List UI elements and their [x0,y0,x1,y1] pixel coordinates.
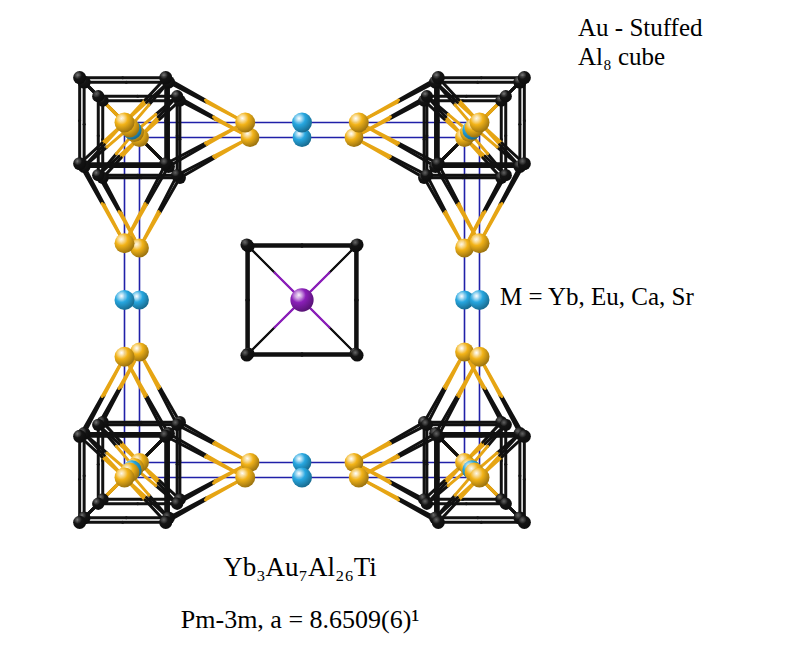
bond [146,395,168,433]
bond [438,164,459,204]
formula-caption: Pm-3m, a = 8.6509(6)¹ [60,605,540,635]
bond [145,164,166,204]
bond [424,387,444,422]
bond [166,143,206,164]
atom-au [349,113,369,133]
atom-al [73,430,86,443]
atom-al [159,157,172,170]
atom-al [73,516,86,529]
atom-al [518,516,531,529]
atom-al [518,157,531,170]
atom-al [432,430,445,443]
atom-al [500,169,512,181]
bonds [80,78,525,523]
bond [245,300,248,355]
bond [166,436,206,457]
bond [356,245,359,300]
atom-al [159,71,172,84]
atom-au [115,233,135,253]
atom-au [235,113,255,133]
atom-au [470,468,490,488]
bond [160,387,180,422]
bond [168,434,206,456]
atom-al [432,157,445,170]
atom-al [92,90,104,102]
atom-al [171,498,183,510]
atom-al [73,157,86,170]
bond [389,422,424,442]
bond [145,397,166,437]
atom-al [159,516,172,529]
bond [168,144,206,166]
atom-al [432,71,445,84]
atom-al [500,419,512,431]
bond [247,243,302,246]
bond [389,158,424,178]
bond [180,422,215,442]
atom-al [518,71,531,84]
bond [399,436,439,457]
bond [438,397,459,437]
formula-caption: Yb₃Au₇Al₂₆Ti [100,552,500,583]
atom-au [115,347,135,367]
atom-al [92,498,104,510]
atom-al [159,430,172,443]
atom-al [421,498,433,510]
bond [247,354,302,357]
atom-ti [290,288,313,311]
bond [180,158,215,178]
atom-al [240,349,253,362]
bond [436,395,458,433]
bond [397,144,435,166]
atom-al [500,498,512,510]
atom-al [171,90,183,102]
atom-al [421,90,433,102]
bond [399,143,439,164]
atom-al [351,349,364,362]
atoms [73,71,531,529]
atom-au [235,468,255,488]
atom-al [73,71,86,84]
bond [356,300,359,355]
atom-m [292,468,312,488]
bond [302,243,357,246]
bond [302,354,357,357]
atom-m [292,113,312,133]
atom-al [92,419,104,431]
callout-label: M = Yb, Eu, Ca, Sr [500,283,790,312]
bond [146,166,168,204]
atom-au [115,113,135,133]
atom-al [92,169,104,181]
bond [436,166,458,204]
atom-au [349,468,369,488]
atom-al [432,516,445,529]
unit-cell [125,123,480,478]
atom-al [351,238,364,251]
callout-label: Au - Stuffed Al₈ cube [578,14,728,72]
bond [397,434,435,456]
atom-au [470,347,490,367]
bond [424,178,444,213]
atom-al [518,430,531,443]
atom-m [115,290,135,310]
bond [245,245,248,300]
atom-al [240,238,253,251]
atom-m [470,290,490,310]
atom-au [470,233,490,253]
atom-al [500,90,512,102]
atom-au [115,468,135,488]
atom-au [470,113,490,133]
bond [160,178,180,213]
